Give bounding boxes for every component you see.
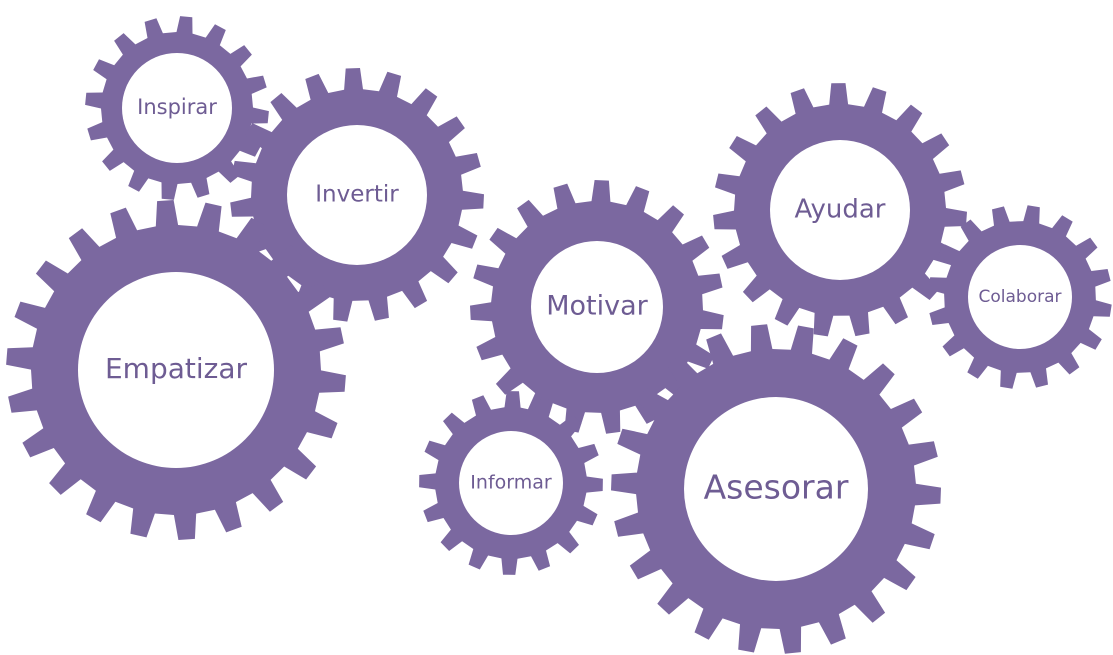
gear-empatizar: Empatizar xyxy=(6,200,346,540)
gear-colaborar: Colaborar xyxy=(928,205,1112,389)
gear-ayudar-label: Ayudar xyxy=(794,195,885,225)
gear-empatizar-label: Empatizar xyxy=(105,352,248,385)
gear-ayudar-hub xyxy=(770,140,910,280)
gear-informar-label: Informar xyxy=(470,472,552,494)
gear-colaborar-label: Colaborar xyxy=(979,287,1062,307)
gear-informar-hub xyxy=(459,431,563,535)
gear-inspirar: Inspirar xyxy=(85,16,269,200)
gear-empatizar-hub xyxy=(78,272,274,468)
gear-inspirar-hub xyxy=(122,53,232,163)
gear-invertir-label: Invertir xyxy=(315,182,399,208)
gear-asesorar-label: Asesorar xyxy=(704,468,849,507)
gear-inspirar-label: Inspirar xyxy=(137,95,217,119)
gear-colaborar-hub xyxy=(968,245,1072,349)
gear-ayudar: Ayudar xyxy=(713,83,967,337)
gear-invertir-hub xyxy=(287,125,427,265)
gear-motivar-hub xyxy=(531,241,663,373)
gear-asesorar-hub xyxy=(684,397,868,581)
gear-asesorar: Asesorar xyxy=(611,324,941,654)
gear-motivar: Motivar xyxy=(470,180,724,434)
gear-motivar-label: Motivar xyxy=(546,291,648,322)
gear-informar: Informar xyxy=(419,391,603,575)
